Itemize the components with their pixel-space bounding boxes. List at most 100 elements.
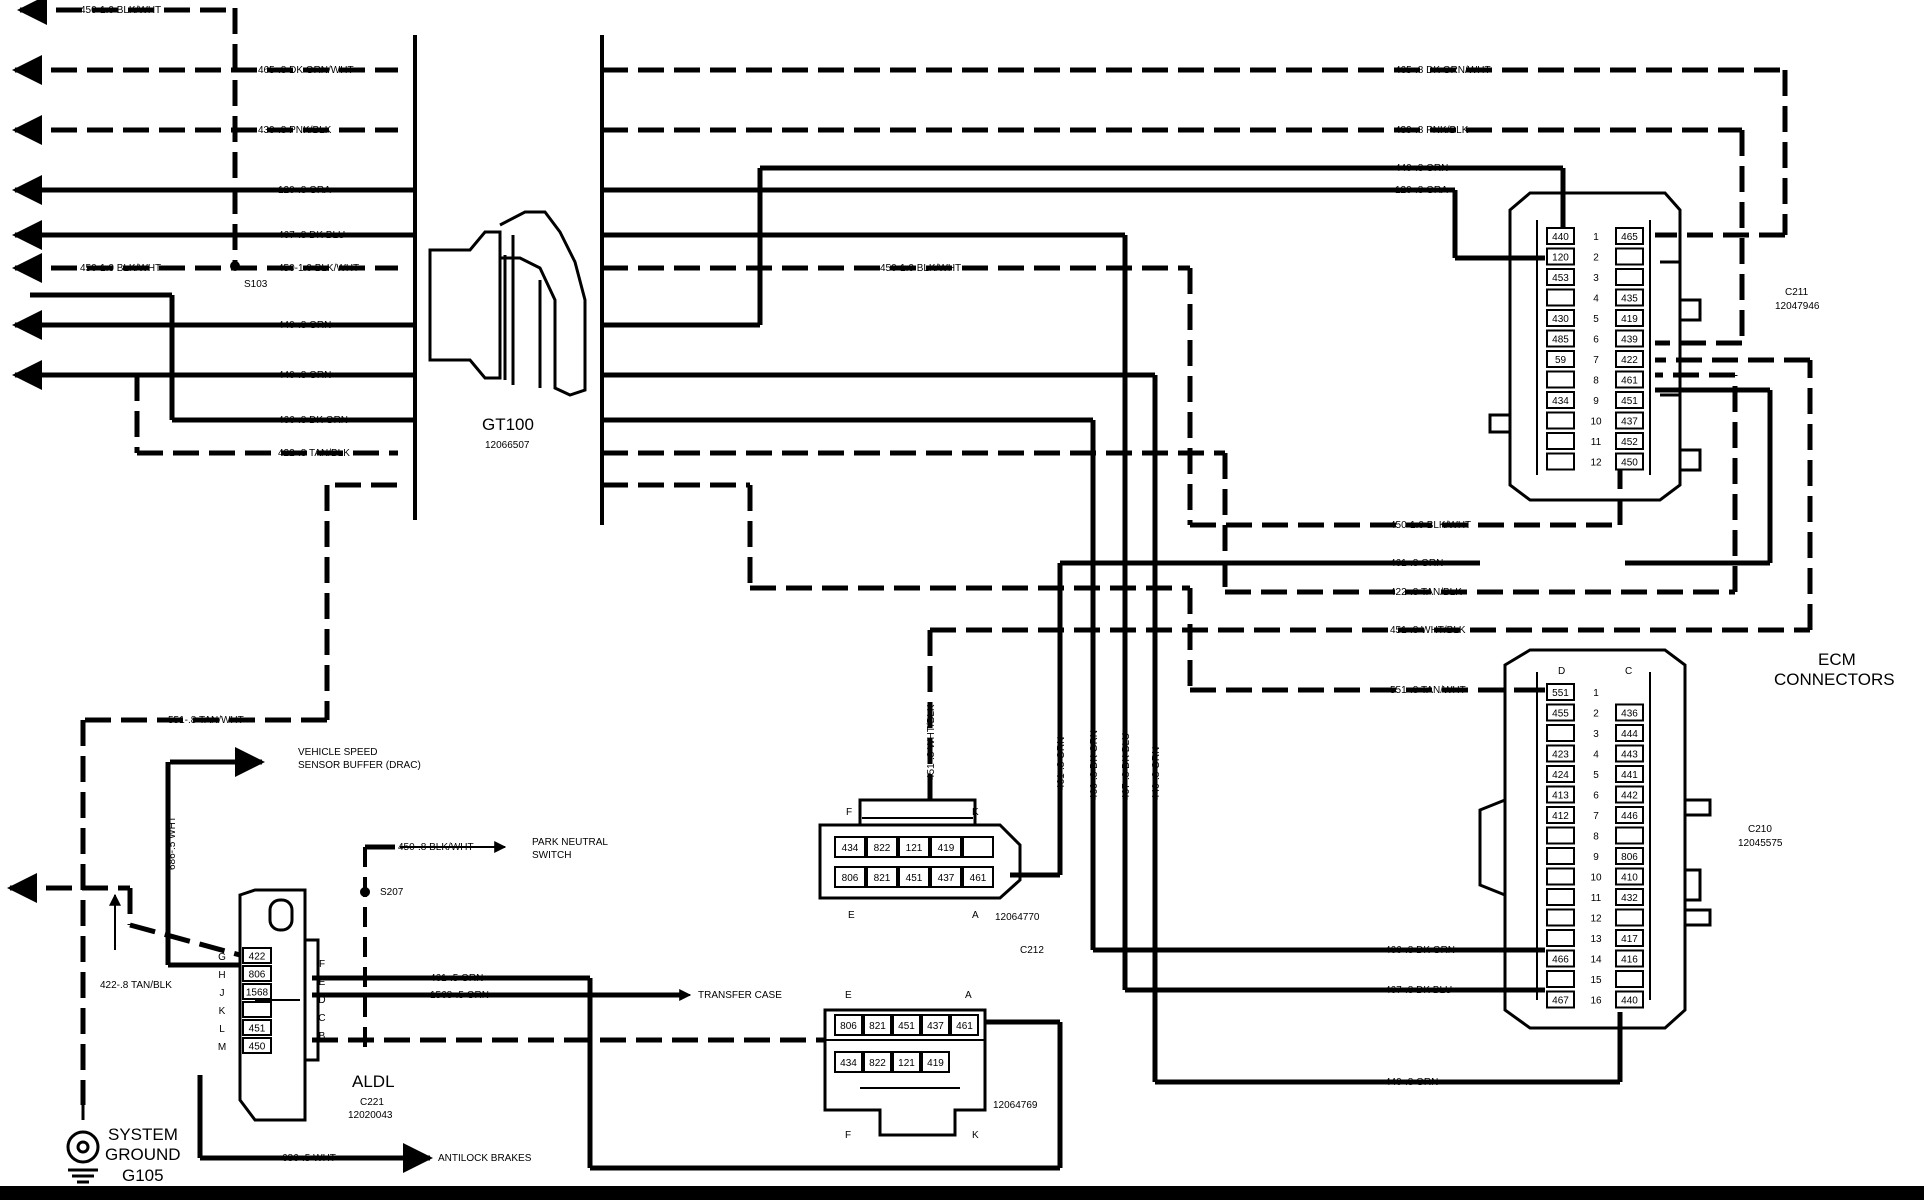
c210-connector <box>1478 648 1712 1030</box>
aldl-pin-1-cell <box>242 947 272 964</box>
c212b-bottom-pin-4: 419 <box>927 1058 944 1069</box>
c210-pin-number-14: 14 <box>1590 955 1602 966</box>
c211-pin-left-5-cell <box>1546 309 1575 327</box>
c211-pin-right-5: 419 <box>1621 314 1638 325</box>
wire-label-686: 686-.5 WHT <box>167 816 178 870</box>
aldl-pin-2: 806 <box>249 970 266 981</box>
c210-pin-number-9: 9 <box>1593 852 1599 863</box>
c211-pin-number-6: 6 <box>1593 335 1599 346</box>
wire-label-r450-center: 450-1.0 BLK/WHT <box>880 263 961 274</box>
c212a-bottom-pin-3: 451 <box>906 873 923 884</box>
c210-pin-number-7: 7 <box>1593 811 1599 822</box>
c212a-bottom-pin-3-cell <box>898 866 930 888</box>
c210-head-d: D <box>1558 666 1565 677</box>
c212b-top-pin-5: 461 <box>956 1021 973 1032</box>
wire-label-v440: 440-.8 ORN <box>1151 747 1162 800</box>
c211-pin-right-8: 461 <box>1621 376 1638 387</box>
c212b-top-pin-2: 821 <box>869 1021 886 1032</box>
c210-pin-right-5: 441 <box>1621 770 1638 781</box>
c212a-bottom-pin-4: 437 <box>938 873 955 884</box>
c211-label: C211 <box>1785 287 1809 298</box>
c212a-connector <box>818 798 1022 900</box>
wire-label-450-top: 450-1.0 BLK/WHT <box>80 5 161 16</box>
c210-pin-right-4: 443 <box>1621 750 1638 761</box>
c210-pin-number-2: 2 <box>1593 709 1599 720</box>
c212b-top-pin-4-cell <box>921 1014 950 1036</box>
c211-pin-number-3: 3 <box>1593 273 1599 284</box>
c212a-top-pin-1: 434 <box>842 843 859 854</box>
aldl-letter-k: K <box>219 1006 226 1017</box>
wire-label-r439: 439-.8 PNK/BLK <box>1395 125 1469 136</box>
c210-pin-left-15-cell <box>1546 970 1575 988</box>
c212a-top-pin-3-cell <box>898 836 930 858</box>
c211-pin-number-8: 8 <box>1593 376 1599 387</box>
c212a-letter-bl: E <box>848 910 855 921</box>
aldl-pin-1: 422 <box>249 952 266 963</box>
c210-pin-number-4: 4 <box>1593 750 1599 761</box>
c212b-connector <box>823 1008 987 1137</box>
c212a-part-number: 12064770 <box>995 912 1040 923</box>
c211-pin-right-1-cell <box>1615 227 1644 245</box>
wire-label-686-bottom: 686-.5 WHT <box>282 1153 336 1164</box>
c212b-bottom-pin-2: 822 <box>869 1058 886 1069</box>
c212a-bottom-pin-2: 821 <box>874 873 891 884</box>
aldl-letter-j: J <box>220 988 225 999</box>
c210-pin-left-4-cell <box>1546 744 1575 763</box>
aldl-connector <box>238 888 320 1122</box>
c211-pin-number-10: 10 <box>1590 417 1602 428</box>
wire-label-r451: 451-.8 WHT/BLK <box>1390 625 1466 636</box>
aldl-letter-g: G <box>218 952 226 963</box>
c212a-top-pin-5-cell <box>962 836 994 858</box>
aldl-pin-5: 451 <box>249 1024 266 1035</box>
wire-label-r466: 466-.8 DK GRN <box>1385 945 1455 956</box>
c211-pin-number-12: 12 <box>1590 458 1602 469</box>
c210-pin-right-13: 417 <box>1621 934 1638 945</box>
c210-pin-right-3: 444 <box>1621 729 1638 740</box>
c221-part-number: 12020043 <box>348 1110 393 1121</box>
c211-pin-right-5-cell <box>1615 309 1644 327</box>
c211-pin-right-2-cell <box>1615 247 1644 266</box>
wire-label-r422: 422-.8 TAN/BLK <box>1390 587 1462 598</box>
c212b-top-pin-5-cell <box>950 1014 979 1036</box>
wire-label-422-aldl: 422-.8 TAN/BLK <box>100 980 172 991</box>
gt100-label: GT100 <box>482 415 534 434</box>
c210-pin-right-16-cell <box>1615 990 1644 1009</box>
wire-label-r120: 120-.8 GRA <box>1395 185 1448 196</box>
center-wiring <box>602 67 1813 1085</box>
c211-pin-right-6-cell <box>1615 329 1644 348</box>
wire-label-465: 465-.8 DK GRN/WHT <box>258 65 354 76</box>
aldl-labels: 551-.8 TAN/WHT VEHICLE SPEED SENSOR BUFF… <box>100 715 782 1164</box>
c210-pin-left-11-cell <box>1546 888 1575 906</box>
c210-pin-right-3-cell <box>1615 724 1644 742</box>
c210-pin-left-5: 424 <box>1552 770 1569 781</box>
wire-label-v451: 451-.8 WHT/BLK <box>926 704 937 780</box>
wire-label-450-park: 450-.8 BLK/WHT <box>398 842 474 853</box>
wire-label-467: 467-.8 DK BLU <box>278 230 345 241</box>
c212a-bottom-pin-1-cell <box>834 866 866 888</box>
c210-pin-left-1-cell <box>1546 683 1575 701</box>
c212b-top-pin-1-cell <box>834 1014 863 1036</box>
c212a-letter-tr: K <box>972 807 979 818</box>
aldl-letter-m: M <box>218 1042 226 1053</box>
aldl-wiring <box>6 482 825 1173</box>
c210-pin-right-16: 440 <box>1621 996 1638 1007</box>
aldl-pin-3-cell <box>242 983 272 1000</box>
wire-label-120: 120-.8 GRA <box>278 185 331 196</box>
wire-label-450-mid: 450-1.0 BLK/WHT <box>278 263 359 274</box>
c212a-bottom-pin-1: 806 <box>842 873 859 884</box>
left-wire-labels: 450-1.0 BLK/WHT 465-.8 DK GRN/WHT 439-.8… <box>80 5 359 459</box>
wire-label-461-aldl: 461-.5 ORN <box>430 973 483 984</box>
c211-pin-right-1: 465 <box>1621 232 1638 243</box>
c212a-letter-br: A <box>972 910 979 921</box>
splice-s207: S207 <box>380 887 404 898</box>
c210-pin-left-6-cell <box>1546 785 1575 804</box>
wire-label-r450-low: 450-1.0 BLK/WHT <box>1390 520 1471 531</box>
c210-pin-right-10-cell <box>1615 867 1644 886</box>
c210-pin-right-11-cell <box>1615 888 1644 906</box>
c210-pin-right-2-cell <box>1615 703 1644 722</box>
c211-pin-left-9: 434 <box>1552 396 1569 407</box>
c210-pin-left-2: 455 <box>1552 709 1569 720</box>
